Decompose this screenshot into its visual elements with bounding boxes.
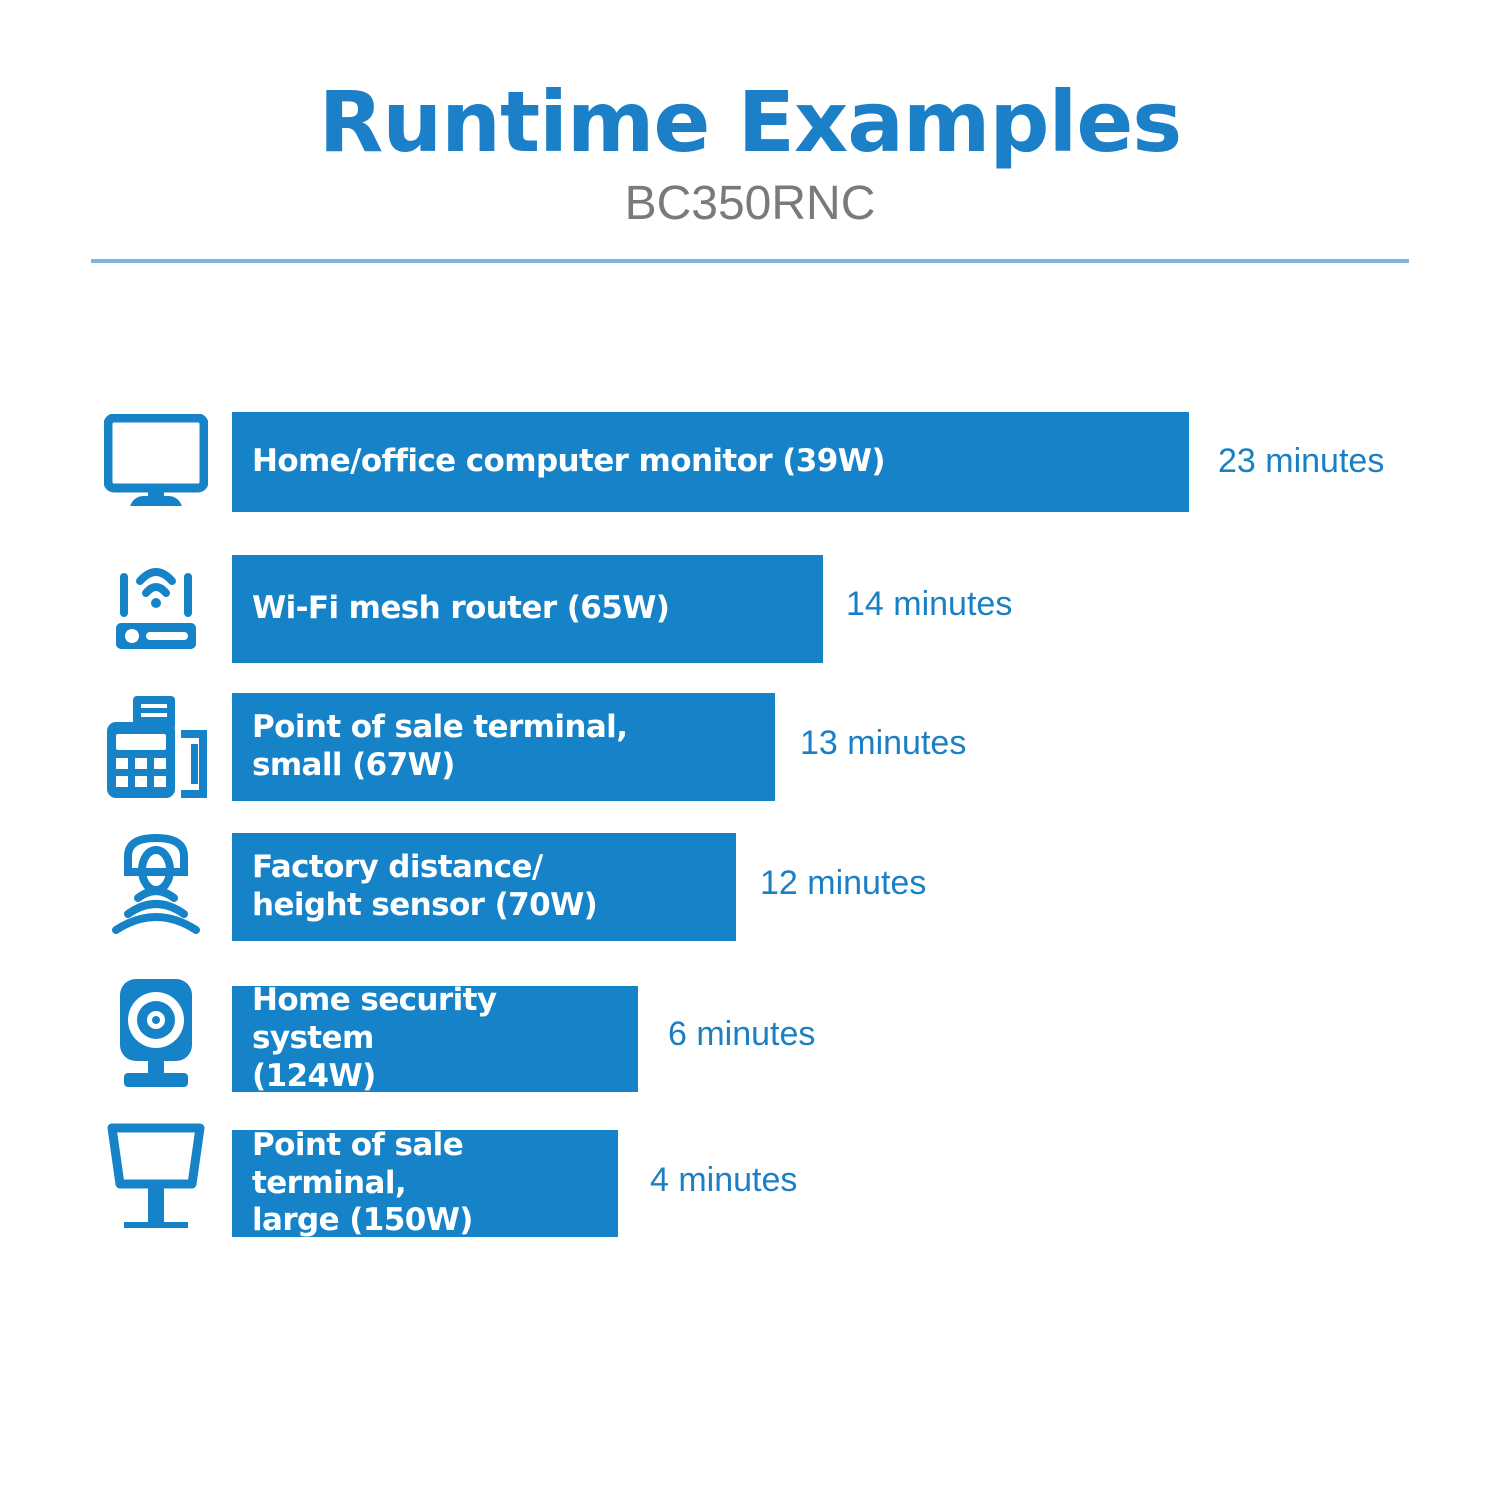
page-title: Runtime Examples: [318, 73, 1183, 171]
wifi-router-icon: [96, 548, 216, 656]
bar-label: Wi-Fi mesh router (65W): [252, 590, 670, 627]
bar-value: 23 minutes: [1218, 442, 1385, 480]
bar-value: 14 minutes: [846, 585, 1013, 623]
bar-value: 6 minutes: [668, 1015, 816, 1053]
bar-label: Point of sale terminal, large (150W): [252, 1126, 473, 1239]
bar-security[interactable]: Home security system (124W): [232, 982, 638, 1094]
header-divider: [91, 258, 1409, 263]
pos-terminal-small-icon: [96, 693, 216, 801]
page-header: Runtime Examples BC350RNC: [0, 0, 1500, 263]
bar-pos-small[interactable]: Point of sale terminal, small (67W): [232, 693, 775, 801]
bar-label: Factory distance/ height sensor (70W): [252, 849, 598, 923]
security-camera-icon: [96, 978, 216, 1088]
bar-monitor[interactable]: Home/office computer monitor (39W): [232, 412, 1189, 512]
bar-pos-large[interactable]: Point of sale terminal, large (150W): [232, 1126, 618, 1239]
bar-sensor[interactable]: Factory distance/ height sensor (70W): [232, 833, 736, 941]
page-subtitle: BC350RNC: [624, 177, 876, 231]
computer-monitor-icon: [96, 412, 216, 512]
bar-label: Home security system (124W): [252, 982, 497, 1094]
bar-label: Point of sale terminal, small (67W): [252, 709, 628, 783]
bar-label: Home/office computer monitor (39W): [252, 443, 886, 480]
pos-terminal-large-icon: [96, 1120, 216, 1232]
bar-value: 13 minutes: [800, 724, 967, 762]
bar-value: 12 minutes: [760, 864, 927, 902]
distance-sensor-icon: [96, 833, 216, 943]
bar-router[interactable]: Wi-Fi mesh router (65W): [232, 555, 823, 663]
bar-value: 4 minutes: [650, 1161, 798, 1199]
